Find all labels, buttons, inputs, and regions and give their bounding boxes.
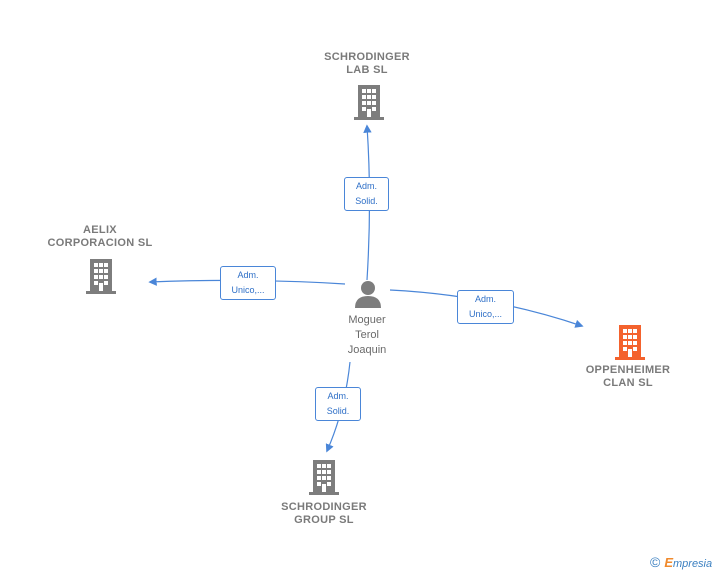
empresia-logo-initial: E (664, 555, 673, 570)
edge-label-aelix[interactable]: Adm. Unico,... (220, 266, 276, 300)
copyright-icon: © (650, 554, 661, 570)
node-label-schrodinger-lab[interactable]: SCHRODINGER LAB SL (324, 51, 410, 76)
edge-label-schrodinger-group[interactable]: Adm. Solid. (315, 387, 361, 421)
edge-label-oppenheimer[interactable]: Adm. Unico,... (457, 290, 514, 324)
edge-label-schrodinger-lab[interactable]: Adm. Solid. (344, 177, 389, 211)
copyright-footer: ©Empresia (650, 554, 712, 570)
node-label-person[interactable]: Moguer Terol Joaquin (347, 314, 387, 356)
building-icon-highlighted[interactable] (614, 324, 646, 360)
person-icon[interactable] (353, 279, 383, 309)
node-label-aelix[interactable]: AELIX CORPORACION SL (47, 224, 153, 249)
empresia-logo-text: mpresia (673, 558, 713, 570)
building-icon[interactable] (308, 459, 340, 495)
node-label-schrodinger-group[interactable]: SCHRODINGER GROUP SL (281, 501, 367, 526)
building-icon[interactable] (85, 258, 117, 294)
building-icon[interactable] (353, 84, 385, 120)
node-label-oppenheimer[interactable]: OPPENHEIMER CLAN SL (585, 364, 671, 389)
